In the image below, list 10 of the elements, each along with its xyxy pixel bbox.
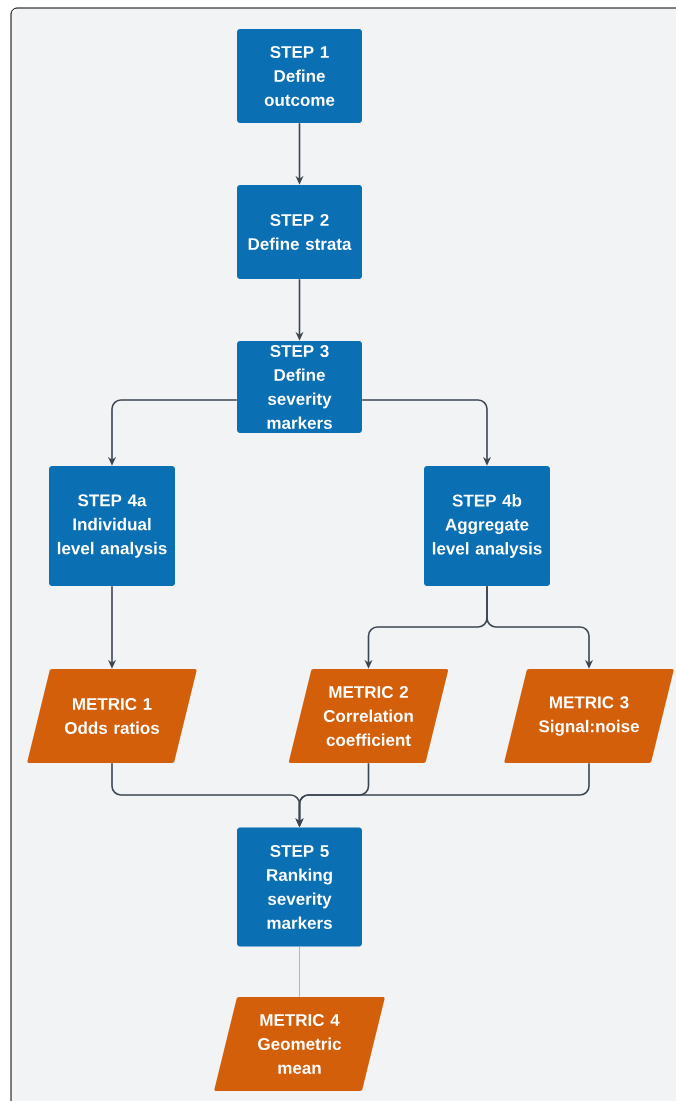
process-box: STEP 5 Ranking severity markers xyxy=(237,827,362,947)
data-parallelogram: METRIC 3 Signal:noise xyxy=(504,669,674,763)
data-parallelogram: METRIC 2 Correlation coefficient xyxy=(288,669,449,763)
process-box: STEP 2 Define strata xyxy=(237,185,362,279)
process-box: STEP 4a Individual level analysis xyxy=(49,466,175,586)
process-box: STEP 1 Define outcome xyxy=(237,29,362,123)
data-parallelogram: METRIC 1 Odds ratios xyxy=(27,669,197,763)
data-parallelogram: METRIC 4 Geometric mean xyxy=(214,997,385,1091)
process-box: STEP 3 Define severity markers xyxy=(237,341,362,433)
process-box: STEP 4b Aggregate level analysis xyxy=(424,466,550,586)
